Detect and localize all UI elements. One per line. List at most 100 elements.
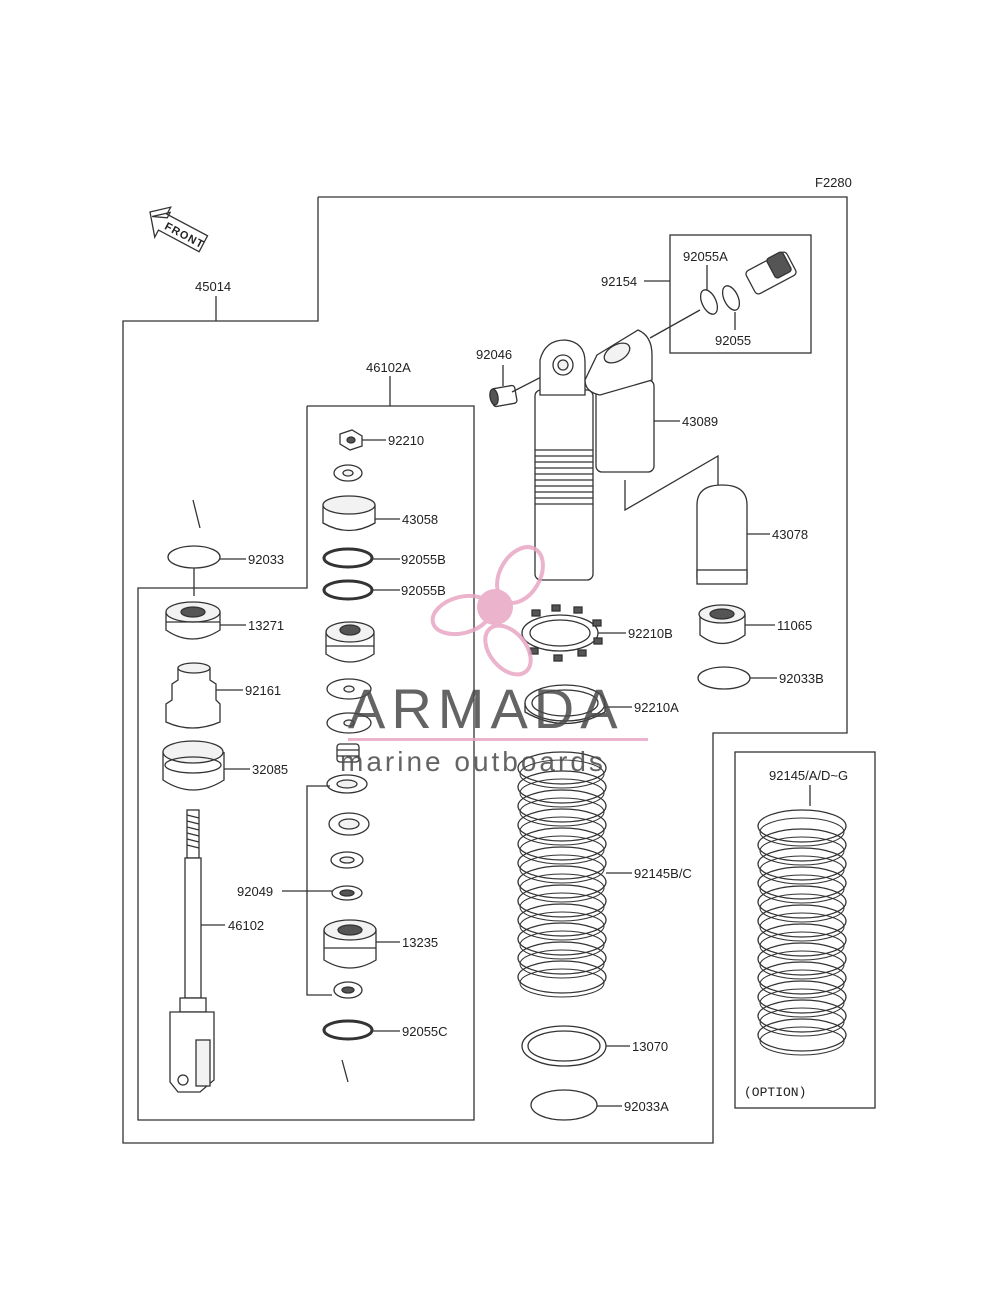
spring-coil-inner xyxy=(759,1007,845,1037)
spring-coil-inner xyxy=(519,873,605,903)
label-46102A: 46102A xyxy=(366,360,411,375)
part-oring-92055C xyxy=(322,1019,400,1083)
part-nut-92210B xyxy=(521,604,626,662)
spring-coil xyxy=(517,865,607,899)
spring-coil-inner xyxy=(519,797,605,827)
label-92154: 92154 xyxy=(601,274,637,289)
part-piston-rod-46102 xyxy=(169,809,225,1093)
label-45014: 45014 xyxy=(195,279,231,294)
label-92049: 92049 xyxy=(237,884,273,899)
part-spring-92145BC xyxy=(517,751,607,998)
watermark-rule xyxy=(348,738,648,741)
spring-coil-inner xyxy=(519,911,605,941)
option-spring-frame xyxy=(734,751,876,1109)
spring-coil-inner xyxy=(519,816,605,846)
label-92055C: 92055C xyxy=(402,1024,448,1039)
outer-frame-45014 xyxy=(122,196,848,1144)
label-92210: 92210 xyxy=(388,433,424,448)
propeller-logo-icon xyxy=(430,545,545,677)
part-valve-kit-92154 xyxy=(644,251,797,330)
spring-coil xyxy=(517,903,607,937)
spring-coil-inner xyxy=(759,855,845,885)
spring-coil xyxy=(757,980,847,1014)
part-circlip-92033B xyxy=(697,666,777,690)
label-43058: 43058 xyxy=(402,512,438,527)
spring-coil xyxy=(517,827,607,861)
part-bladder-43078 xyxy=(696,484,770,585)
part-spring-small xyxy=(336,743,360,763)
spring-coil xyxy=(517,751,607,785)
label-92145BC: 92145B/C xyxy=(634,866,692,881)
spring-coil xyxy=(757,923,847,957)
part-oring-92055B-2 xyxy=(322,579,400,601)
label-43089: 43089 xyxy=(682,414,718,429)
label-13070: 13070 xyxy=(632,1039,668,1054)
spring-coil-inner xyxy=(759,931,845,961)
spring-coil xyxy=(757,866,847,900)
part-spring-92145ADG xyxy=(757,809,847,1056)
label-92033B: 92033B xyxy=(779,671,824,686)
spring-coil xyxy=(757,885,847,919)
part-piston-13235 xyxy=(323,919,400,969)
label-92055B-1: 92055B xyxy=(401,552,446,567)
part-seal-head xyxy=(325,621,375,663)
part-washer-92049-3 xyxy=(330,851,364,869)
spring-coil xyxy=(517,770,607,804)
watermark-brand: ARMADA xyxy=(348,677,624,740)
spring-coil xyxy=(757,809,847,843)
part-circlip-92033A xyxy=(530,1089,622,1121)
part-bushing-11065 xyxy=(698,604,775,645)
reservoir-link-lines xyxy=(624,309,719,512)
part-washer-92049-2 xyxy=(328,812,370,836)
watermark: ARMADA marine outboards xyxy=(340,545,648,777)
label-92210B: 92210B xyxy=(628,626,673,641)
spring-coil xyxy=(757,999,847,1033)
label-13235: 13235 xyxy=(402,935,438,950)
part-washer-92049-1 xyxy=(326,774,368,794)
spring-coil xyxy=(757,904,847,938)
spring-coil-inner xyxy=(759,817,845,847)
label-92033A: 92033A xyxy=(624,1099,669,1114)
label-92033: 92033 xyxy=(248,552,284,567)
spring-coil-inner xyxy=(519,892,605,922)
part-oring-92055B-1 xyxy=(322,547,400,569)
spring-coil-inner xyxy=(519,854,605,884)
spring-coil-inner xyxy=(519,949,605,979)
spring-coil-inner xyxy=(759,1026,845,1056)
spring-coil xyxy=(517,846,607,880)
spring-coil xyxy=(517,922,607,956)
label-92055B-2: 92055B xyxy=(401,583,446,598)
part-nut-92210 xyxy=(339,429,386,451)
spring-coil xyxy=(757,1018,847,1052)
label-92055: 92055 xyxy=(715,333,751,348)
part-shock-body xyxy=(534,339,594,581)
spring-coil xyxy=(757,961,847,995)
diagram-code: F2280 xyxy=(815,175,852,190)
valve-kit-frame-92154 xyxy=(669,234,812,354)
label-92145ADG: 92145/A/D~G xyxy=(769,768,848,783)
spring-coil-inner xyxy=(759,988,845,1018)
label-92046: 92046 xyxy=(476,347,512,362)
front-arrow-icon: FRONT xyxy=(149,206,209,253)
spring-coil xyxy=(757,942,847,976)
label-46102: 46102 xyxy=(228,918,264,933)
label-32085: 32085 xyxy=(252,762,288,777)
bracket-92049 xyxy=(282,785,332,996)
spring-coil-inner xyxy=(519,930,605,960)
spring-coil xyxy=(517,808,607,842)
part-circlip-92033 xyxy=(167,499,246,596)
spring-coil xyxy=(517,960,607,994)
spring-coil xyxy=(517,884,607,918)
spring-coil xyxy=(517,789,607,823)
spring-coil xyxy=(757,828,847,862)
part-spring-seat-13070 xyxy=(521,1025,630,1067)
inner-frame-46102A xyxy=(137,376,475,1121)
spring-coil-inner xyxy=(519,835,605,865)
label-92161: 92161 xyxy=(245,683,281,698)
label-43078: 43078 xyxy=(772,527,808,542)
part-bushing-13271 xyxy=(165,601,246,640)
watermark-tagline: marine outboards xyxy=(340,746,606,777)
part-shim-1 xyxy=(326,678,372,700)
part-shim-2 xyxy=(326,712,372,734)
